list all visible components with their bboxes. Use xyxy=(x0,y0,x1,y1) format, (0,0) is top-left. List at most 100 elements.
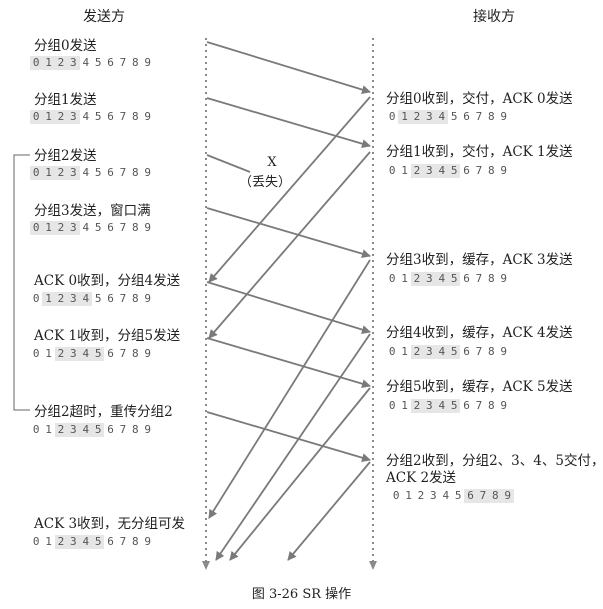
seq-digit: 7 xyxy=(119,347,127,360)
seq-digit: 2 xyxy=(54,221,68,235)
seq-digit: 4 xyxy=(435,164,448,178)
seq-digit: 0 xyxy=(30,56,43,70)
seq-digit: 0 xyxy=(388,272,396,285)
seq-digit: 8 xyxy=(488,272,495,285)
seq-digit: 0 xyxy=(32,347,40,360)
seq-digit: 6 xyxy=(107,166,114,179)
seq-digit: 0 xyxy=(388,345,396,358)
sender-event-6: 分组2超时，重传分组2 xyxy=(34,404,173,420)
sender-timeline-arrowhead xyxy=(202,561,210,570)
seq-digit: 5 xyxy=(91,347,105,361)
seq-digit: 1 xyxy=(42,110,55,124)
seq-digit: 9 xyxy=(500,110,508,123)
seq-digit: 5 xyxy=(447,345,461,359)
seq-digit: 4 xyxy=(435,399,448,413)
timeout-bracket xyxy=(13,154,30,411)
seq-digit: 1 xyxy=(45,347,52,360)
seq-digit: 7 xyxy=(475,110,483,123)
seq-digit: 0 xyxy=(30,110,43,124)
seq-digit: 0 xyxy=(32,423,40,436)
seq-digit: 7 xyxy=(119,535,127,548)
seq-digit: 8 xyxy=(132,221,139,234)
packet-4-arrow xyxy=(206,281,371,334)
packet-1-arrow xyxy=(206,97,371,149)
sender-header: 发送方 xyxy=(83,9,125,25)
seq-digit: 2 xyxy=(410,345,424,359)
sender-event-0: 分组0发送 xyxy=(34,38,97,54)
seq-digit: 7 xyxy=(119,423,127,436)
seq-digit: 7 xyxy=(119,166,127,179)
seq-digit: 1 xyxy=(45,423,52,436)
sender-event-3: 分组3发送，窗口满 xyxy=(34,203,151,219)
seq-digit: 8 xyxy=(489,489,502,503)
seq-digit: 4 xyxy=(79,292,92,306)
receiver-event-5-line2: ACK 2发送 xyxy=(386,470,457,486)
seq-digit: 8 xyxy=(132,166,139,179)
seq-digit: 8 xyxy=(132,56,139,69)
ack-3-arrow xyxy=(208,259,371,519)
seq-digit: 6 xyxy=(107,292,114,305)
seq-digit: 6 xyxy=(107,423,114,436)
seq-digit: 0 xyxy=(388,399,396,412)
seq-digit: 1 xyxy=(401,272,408,285)
seq-digit: 5 xyxy=(94,166,102,179)
seq-digit: 6 xyxy=(463,345,470,358)
seq-digit: 7 xyxy=(119,221,127,234)
seq-digit: 9 xyxy=(500,164,508,177)
seq-digit: 4 xyxy=(435,272,448,286)
seq-digit: 4 xyxy=(82,110,90,123)
seq-digit: 9 xyxy=(500,272,508,285)
ack-1-arrow xyxy=(208,151,371,339)
seq-digit: 1 xyxy=(42,292,55,306)
seq-digit: 9 xyxy=(500,399,508,412)
seq-digit: 6 xyxy=(107,535,114,548)
seq-digit: 7 xyxy=(475,164,483,177)
seq-digit: 2 xyxy=(54,56,68,70)
seq-digit: 8 xyxy=(488,345,495,358)
sender-event-2: 分组2发送 xyxy=(34,148,97,164)
seq-digit: 5 xyxy=(94,110,102,123)
figure-caption: 图 3-26 SR 操作 xyxy=(251,587,352,602)
seq-digit: 0 xyxy=(392,489,400,502)
seq-digit: 8 xyxy=(488,110,495,123)
ack-4-arrow xyxy=(215,333,371,561)
seq-digit: 7 xyxy=(119,56,127,69)
seq-digit: 5 xyxy=(91,535,105,549)
seq-digit: 4 xyxy=(79,423,92,437)
receiver-header: 接收方 xyxy=(473,9,515,25)
receiver-event-2: 分组3收到，缓存，ACK 3发送 xyxy=(386,252,573,268)
seq-digit: 6 xyxy=(464,489,477,503)
seq-digit: 3 xyxy=(423,345,436,359)
seq-digit: 3 xyxy=(67,56,80,70)
seq-digit: 4 xyxy=(82,221,90,234)
seq-digit: 1 xyxy=(405,489,412,502)
seq-digit: 0 xyxy=(30,166,43,180)
seq-digit: 2 xyxy=(410,399,424,413)
seq-digit: 2 xyxy=(54,423,68,437)
receiver-timeline-arrowhead xyxy=(369,561,377,570)
packet-0-arrow xyxy=(206,41,371,94)
seq-digit: 0 xyxy=(388,110,396,123)
loss-label: （丢失） xyxy=(238,175,291,190)
seq-digit: 4 xyxy=(82,56,90,69)
seq-digit: 2 xyxy=(54,347,68,361)
seq-digit: 6 xyxy=(463,110,470,123)
seq-digit: 1 xyxy=(398,110,411,124)
seq-digit: 2 xyxy=(54,535,68,549)
receiver-event-1: 分组1收到，交付，ACK 1发送 xyxy=(386,144,573,160)
seq-digit: 3 xyxy=(423,164,436,178)
seq-digit: 9 xyxy=(500,345,508,358)
packet-2-retransmit-arrow xyxy=(206,411,371,463)
seq-digit: 5 xyxy=(94,221,102,234)
seq-digit: 5 xyxy=(94,292,102,305)
seq-digit: 2 xyxy=(410,110,424,124)
seq-digit: 7 xyxy=(119,292,127,305)
seq-digit: 8 xyxy=(488,164,495,177)
seq-digit: 4 xyxy=(435,345,448,359)
seq-digit: 1 xyxy=(42,166,55,180)
seq-digit: 8 xyxy=(132,292,139,305)
